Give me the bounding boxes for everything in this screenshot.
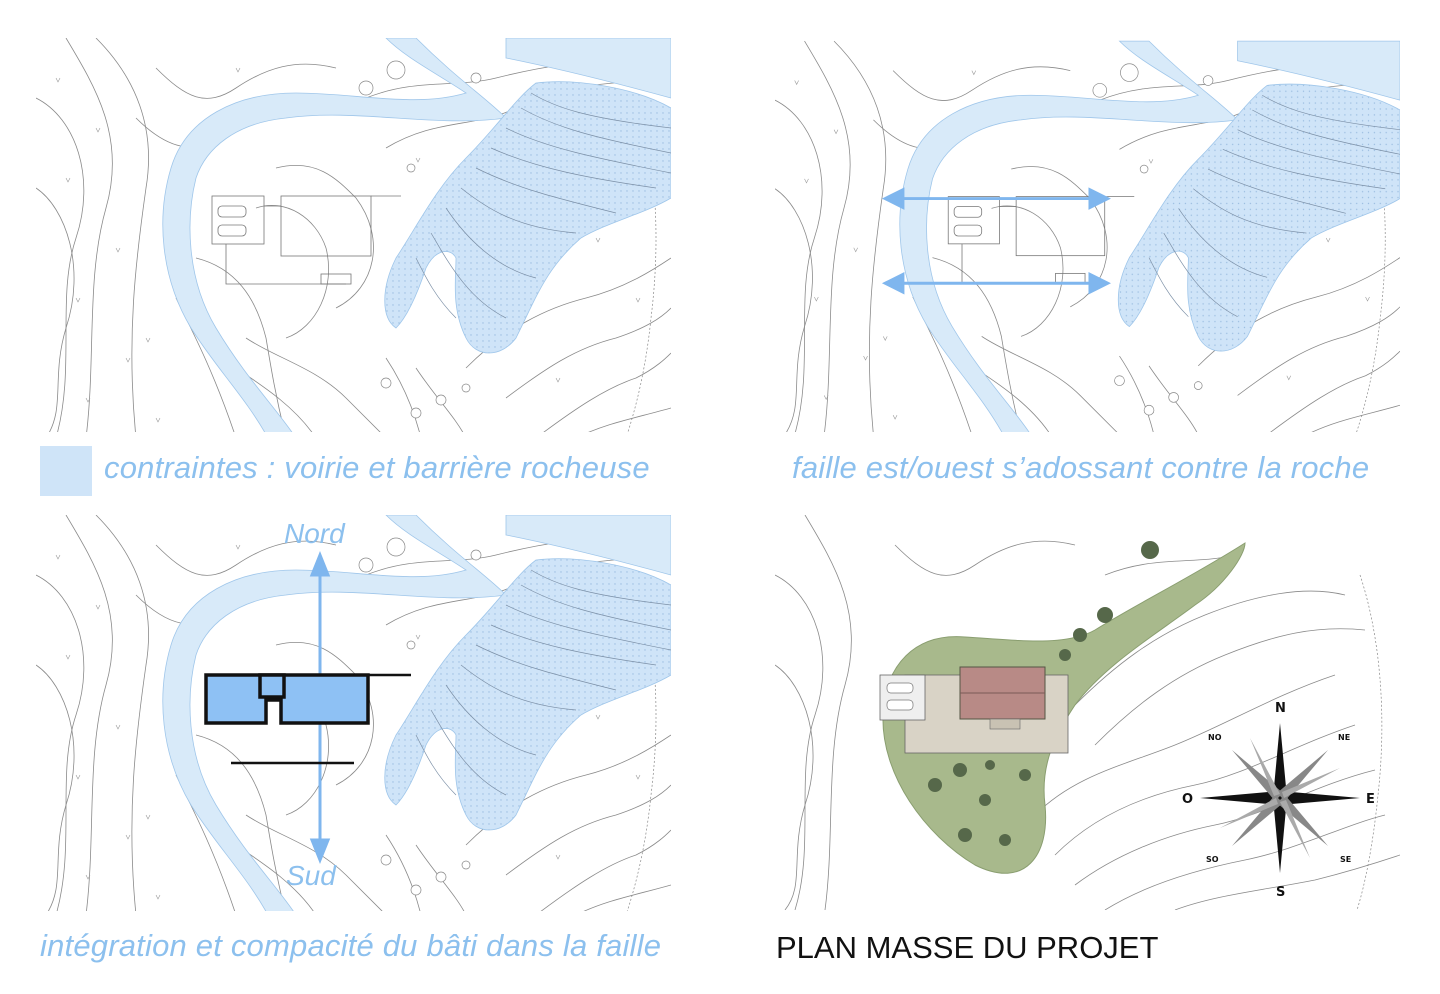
north-label: Nord bbox=[284, 518, 346, 549]
compass-no: NO bbox=[1208, 733, 1222, 742]
compact-building bbox=[204, 673, 411, 765]
caption-integration: intégration et compacité du bâti dans la… bbox=[40, 928, 662, 963]
panel-integration-map: Nord Sud bbox=[36, 515, 671, 911]
panel-east-west-fault-map bbox=[775, 38, 1400, 432]
compass-s: S bbox=[1276, 885, 1285, 900]
compass-rose: N S E O NE NO SE SO bbox=[1182, 701, 1375, 900]
constraint-legend-swatch bbox=[40, 446, 92, 496]
compass-se: SE bbox=[1340, 855, 1351, 864]
panel-constraints-map bbox=[36, 38, 671, 432]
south-label: Sud bbox=[286, 860, 337, 891]
caption-constraints: contraintes : voirie et barrière rocheus… bbox=[104, 450, 650, 485]
compass-e: E bbox=[1366, 792, 1375, 807]
caption-site-plan: PLAN MASSE DU PROJET bbox=[776, 930, 1159, 965]
compass-ne: NE bbox=[1338, 733, 1350, 742]
compass-so: SO bbox=[1206, 855, 1219, 864]
caption-fault: faille est/ouest s’adossant contre la ro… bbox=[792, 450, 1370, 485]
compass-n: N bbox=[1275, 701, 1286, 716]
fault-arrows bbox=[881, 187, 1111, 295]
panel-site-plan: N S E O NE NO SE SO bbox=[775, 515, 1400, 910]
compass-o: O bbox=[1182, 792, 1193, 807]
